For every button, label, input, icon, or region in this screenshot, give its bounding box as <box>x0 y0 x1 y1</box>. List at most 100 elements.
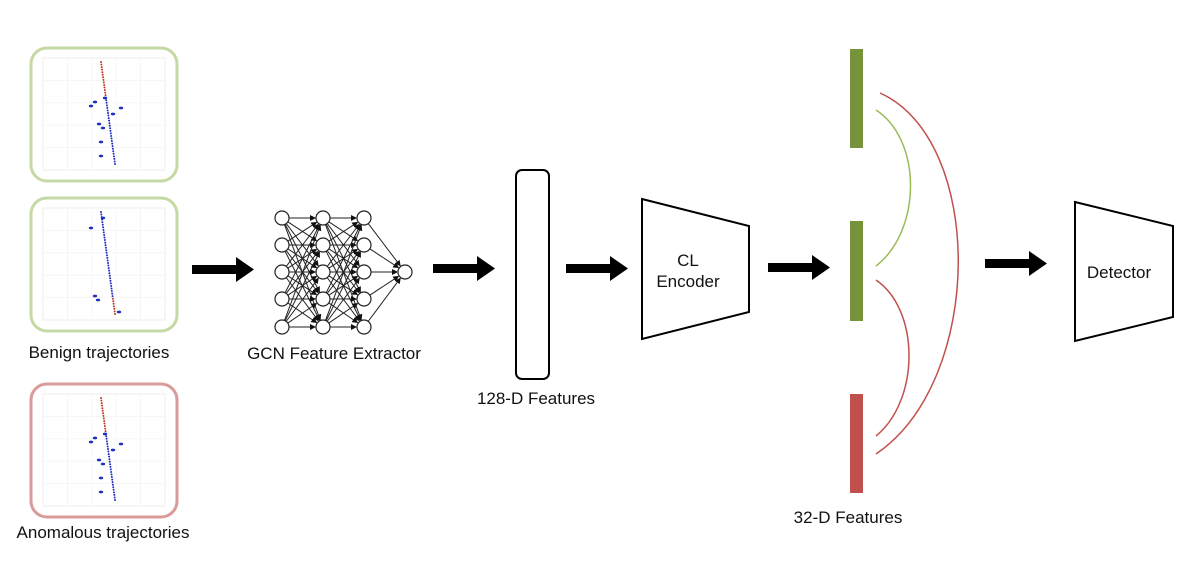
trajectory-point <box>105 104 108 107</box>
trajectory-point <box>113 160 116 163</box>
features32-label: 32-D Features <box>794 508 903 527</box>
trajectory-point <box>110 134 113 137</box>
trajectory-point <box>106 442 109 445</box>
right-arrow-icon <box>433 256 495 281</box>
trajectory-point <box>101 407 104 410</box>
trajectory-point <box>103 419 106 422</box>
network-node <box>274 237 290 253</box>
trajectory-point <box>105 101 108 104</box>
network-edge <box>326 277 360 322</box>
network-edge <box>285 277 319 322</box>
trajectory-point <box>102 226 105 229</box>
trajectory-point <box>92 294 98 298</box>
trajectory-point <box>100 211 102 213</box>
trajectory-point <box>102 414 105 417</box>
right-arrow-icon <box>985 251 1047 276</box>
trajectory-point <box>100 213 103 216</box>
benign-trajectory-panel-2 <box>29 196 179 333</box>
trajectory-point <box>109 277 112 280</box>
trajectory-point <box>112 486 115 489</box>
trajectory-point <box>104 244 107 247</box>
network-edge <box>328 302 359 324</box>
trajectory-point <box>100 402 103 405</box>
trajectory-point <box>118 106 124 110</box>
trajectory-point <box>106 445 109 448</box>
trajectory-point <box>113 307 116 310</box>
trajectory-point <box>107 450 110 453</box>
network-node <box>274 210 290 226</box>
trajectory-point <box>104 241 107 244</box>
trajectory-point <box>105 254 108 257</box>
trajectory-point <box>103 86 106 89</box>
network-edge <box>325 224 361 293</box>
trajectory-point <box>110 112 116 116</box>
trajectory-point <box>102 228 105 231</box>
trajectory-point <box>111 145 114 148</box>
embedding-bar-benign-2 <box>850 221 863 321</box>
right-arrow-icon <box>566 256 628 281</box>
network-edge <box>369 248 400 269</box>
trajectory-plot <box>42 207 166 321</box>
trajectory-point <box>107 267 110 270</box>
network-edge <box>369 275 400 296</box>
trajectory-point <box>105 99 108 102</box>
trajectory-point <box>98 154 104 158</box>
trajectory-point <box>116 310 122 314</box>
benign-label: Benign trajectories <box>29 343 170 362</box>
trajectory-point <box>112 488 115 491</box>
detector-label: Detector <box>1087 263 1152 282</box>
trajectory-point <box>110 284 113 287</box>
trajectory-point <box>111 295 114 298</box>
trajectory-point <box>102 76 105 79</box>
trajectory-point <box>112 302 115 305</box>
network-node <box>356 210 372 226</box>
trajectory-point <box>107 262 109 264</box>
network-edge <box>284 251 320 321</box>
trajectory-point <box>88 440 94 444</box>
trajectory-point <box>110 290 113 293</box>
trajectory-point <box>104 246 107 249</box>
trajectory-point <box>110 140 113 143</box>
trajectory-point <box>112 152 115 155</box>
trajectory-point <box>109 465 112 468</box>
trajectory-point <box>109 127 112 130</box>
trajectory-point <box>105 440 108 443</box>
positive-pair-arc <box>875 109 912 267</box>
network-node <box>274 291 290 307</box>
trajectory-point <box>106 109 109 112</box>
trajectory-point <box>107 264 110 267</box>
trajectory-point <box>105 251 108 254</box>
embedding-bar-anomalous <box>850 394 863 493</box>
trajectory-point <box>102 231 105 234</box>
trajectory-point <box>100 399 103 402</box>
trajectory-point <box>110 287 113 290</box>
trajectory-point <box>101 223 104 226</box>
trajectory-point <box>103 83 106 86</box>
trajectory-point <box>108 122 111 125</box>
trajectory-point <box>100 397 102 399</box>
detector-block <box>1074 200 1174 343</box>
trajectory-point <box>108 458 111 461</box>
trajectory-point <box>104 94 107 97</box>
network-node <box>315 264 331 280</box>
trajectory-point <box>113 157 116 160</box>
network-edge <box>328 221 359 242</box>
trajectory-point <box>110 473 113 476</box>
trajectory-point <box>110 137 113 140</box>
trajectory-point <box>101 68 104 71</box>
trajectory-point <box>100 66 103 69</box>
trajectory-point <box>111 142 114 145</box>
trajectory-point <box>102 412 105 415</box>
network-edge <box>287 302 318 324</box>
trajectory-point <box>100 126 106 130</box>
trajectory-point <box>92 436 98 440</box>
network-edge <box>326 223 360 267</box>
trajectory-point <box>96 458 102 462</box>
trajectory-point <box>112 491 115 494</box>
network-node <box>315 291 331 307</box>
trajectory-point <box>112 300 115 303</box>
feature-vector-128 <box>515 169 550 380</box>
trajectory-point <box>98 490 104 494</box>
trajectory-point <box>108 269 111 272</box>
trajectory-point <box>108 460 111 463</box>
